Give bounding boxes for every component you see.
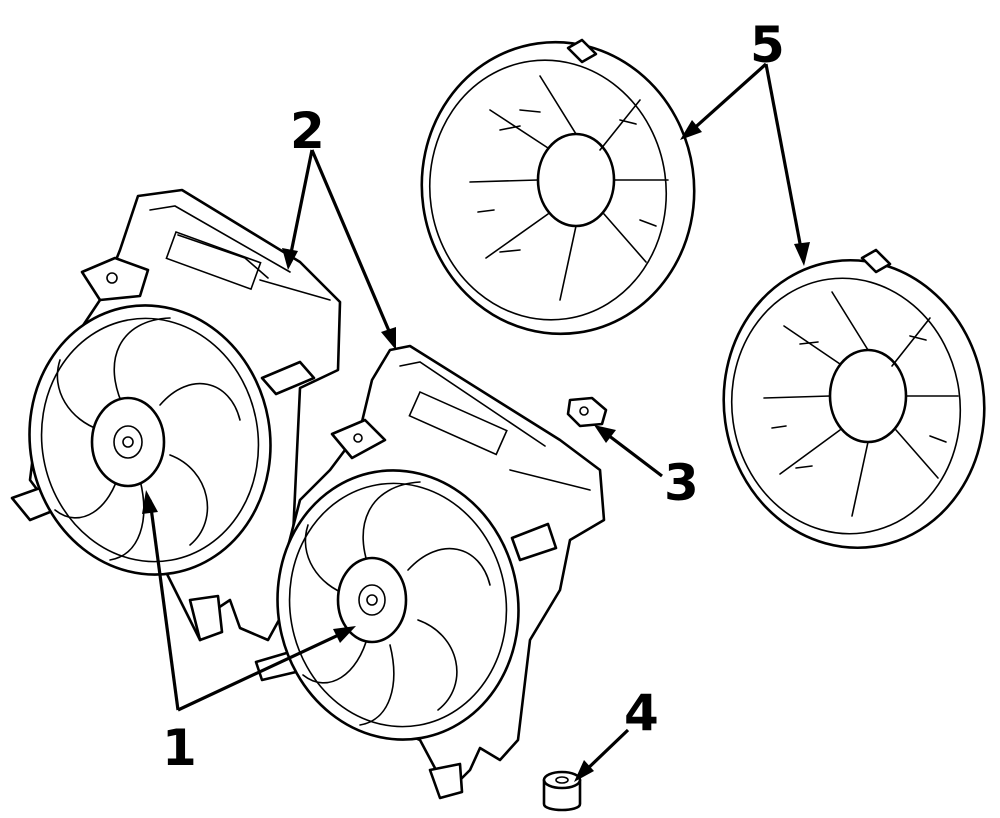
callout-4: 4 [624, 684, 659, 742]
callout-5: 5 [750, 16, 785, 74]
fan-ring-lower [722, 248, 986, 550]
clip-part [566, 396, 608, 428]
grommet-part [542, 770, 582, 812]
fan-assembly-left [28, 304, 272, 576]
callout-1: 1 [162, 719, 197, 777]
fan-assembly-right [276, 469, 520, 741]
fan-ring-upper [420, 38, 696, 336]
leader-lines [142, 62, 810, 782]
callout-3: 3 [664, 454, 699, 512]
callout-2: 2 [290, 102, 325, 160]
